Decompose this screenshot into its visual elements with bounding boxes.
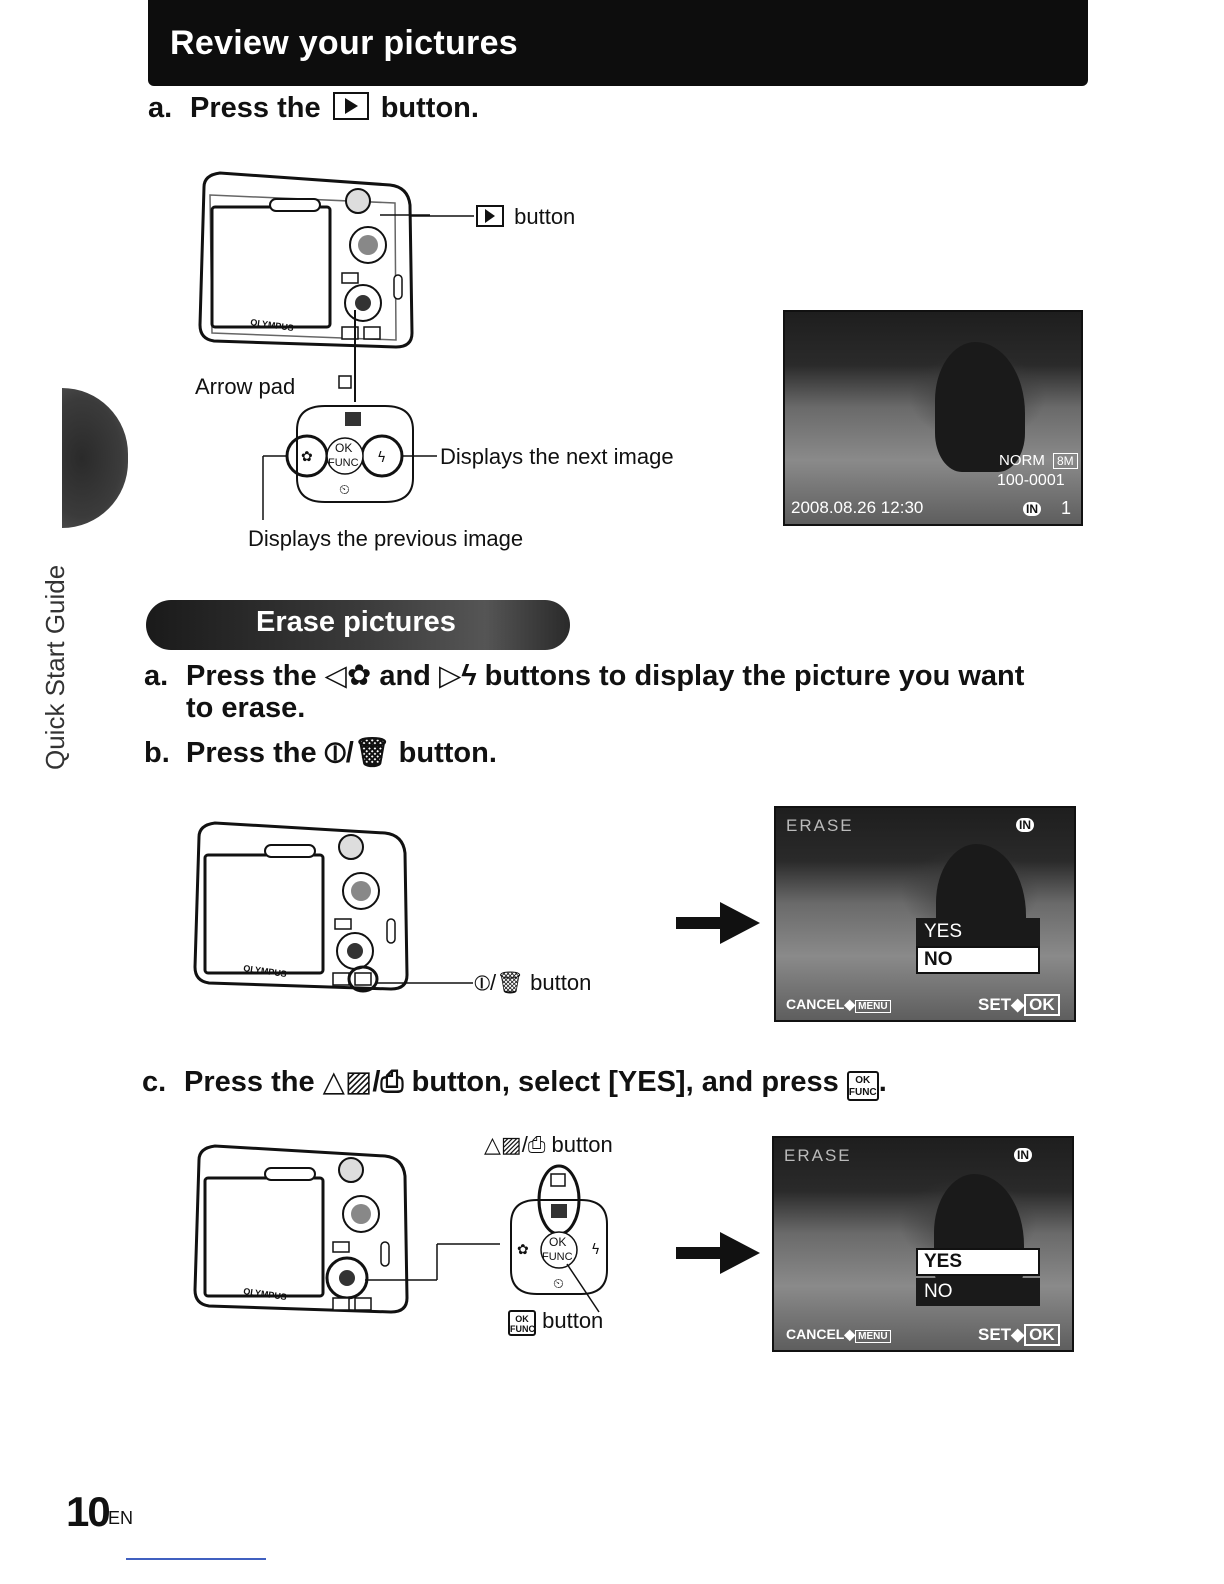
- svg-text:ϟ: ϟ: [591, 1242, 600, 1258]
- callout-text: button: [551, 1132, 613, 1157]
- option-yes[interactable]: YES: [916, 918, 1040, 946]
- photo-subject: [935, 342, 1025, 472]
- next-image-callout: Displays the next image: [440, 444, 674, 469]
- step-text: and: [379, 660, 431, 692]
- svg-text:✿: ✿: [517, 1242, 529, 1258]
- section-header-review: Review your pictures: [148, 0, 1088, 86]
- page-title: Review your pictures: [170, 24, 519, 62]
- page-language: EN: [108, 1508, 134, 1528]
- option-no[interactable]: NO: [916, 1278, 1040, 1306]
- camera-back-illustration: OLYMPUS: [198, 171, 430, 349]
- arrow-right-icon: [676, 902, 760, 944]
- play-button-icon: [332, 92, 369, 120]
- erase-title: ERASE: [786, 816, 854, 835]
- camera-back-illustration-3: OLYMPUS: [193, 1144, 500, 1314]
- svg-text:ϟ: ϟ: [377, 450, 386, 466]
- memory-icon: IN: [1023, 502, 1041, 516]
- previous-image-callout: Displays the previous image: [248, 526, 524, 551]
- step-text-suffix: button.: [380, 92, 479, 124]
- up-button-callout: △▨/⎙ button: [484, 1132, 613, 1158]
- arrow-right-icon: [676, 1232, 760, 1274]
- chapter-tab: [62, 388, 128, 528]
- leader-line: [410, 215, 474, 217]
- footer-rule: [126, 1558, 266, 1560]
- erase-screen-yes: ERASE IN YES NO CANCEL◆MENU SET◆OK: [772, 1136, 1074, 1352]
- arrow-pad-diagram: OK FUNC ✿ ϟ ⏲: [262, 310, 437, 520]
- section-header-erase: Erase pictures: [146, 600, 570, 650]
- cancel-hint: CANCEL◆MENU: [786, 1326, 891, 1343]
- page-number: 10: [66, 1488, 111, 1535]
- play-button-icon: [476, 205, 504, 227]
- erase-button-callout: ⦶/🗑 button: [474, 970, 591, 996]
- erase-step-c: c. Press the △▨/⎙ button, select [YES], a…: [142, 1064, 887, 1101]
- cancel-hint: CANCEL◆MENU: [786, 996, 891, 1013]
- callout-text: button: [542, 1308, 604, 1333]
- playback-screen: NORM 8M 100-0001 2008.08.26 12:30 IN 1: [783, 310, 1083, 526]
- right-flash-icon: ▷ϟ: [438, 660, 477, 692]
- camera-back-illustration-2: OLYMPUS: [193, 821, 473, 993]
- callout-text: button: [530, 970, 592, 995]
- quality-readout: NORM 8M: [999, 452, 1078, 469]
- section-title: Erase pictures: [256, 606, 456, 638]
- step-text-end: .: [878, 1066, 887, 1098]
- shadow-erase-icon: ⦶/🗑: [474, 970, 525, 995]
- erase-step-a-cont: to erase.: [186, 692, 306, 724]
- svg-text:⏲: ⏲: [553, 1276, 564, 1292]
- svg-text:OK: OK: [549, 1235, 566, 1249]
- shadow-erase-icon: ⦶/🗑: [324, 737, 391, 769]
- svg-text:✿: ✿: [301, 449, 313, 465]
- up-exposure-print-icon: △▨/⎙: [322, 1066, 404, 1098]
- frame-count: 1: [1061, 498, 1072, 518]
- callout-text: button: [514, 204, 576, 229]
- svg-text:FUNC: FUNC: [542, 1251, 573, 1263]
- left-macro-icon: ◁✿: [324, 660, 372, 692]
- svg-text:OK: OK: [335, 441, 352, 455]
- option-yes[interactable]: YES: [916, 1248, 1040, 1276]
- svg-text:FUNC: FUNC: [328, 457, 359, 469]
- set-hint: SET◆OK: [978, 994, 1060, 1016]
- erase-title: ERASE: [784, 1146, 852, 1165]
- memory-icon: IN: [1016, 818, 1034, 832]
- date-time: 2008.08.26 12:30: [791, 498, 924, 517]
- erase-step-a: a. Press the ◁✿ and ▷ϟ buttons to display…: [144, 658, 1084, 693]
- step-text-suffix: button.: [398, 737, 497, 769]
- chapter-label: Quick Start Guide: [40, 564, 70, 770]
- step-letter: a.: [144, 660, 169, 692]
- erase-step-b: b. Press the ⦶/🗑 button.: [144, 736, 497, 770]
- step-text: button, select [YES], and press: [411, 1066, 839, 1098]
- review-step-a: a. Press the button.: [148, 92, 479, 125]
- memory-icon: IN: [1014, 1148, 1032, 1162]
- set-hint: SET◆OK: [978, 1324, 1060, 1346]
- step-text: buttons to display the picture you want: [484, 660, 1025, 692]
- option-no[interactable]: NO: [916, 946, 1040, 974]
- step-text: Press the: [186, 737, 317, 769]
- step-letter: a.: [148, 92, 173, 124]
- erase-screen-no: ERASE IN YES NO CANCEL◆MENU SET◆OK: [774, 806, 1076, 1022]
- play-button-callout: button: [472, 204, 575, 230]
- step-letter: b.: [144, 737, 170, 769]
- arrow-pad-callout: Arrow pad: [195, 374, 296, 399]
- step-text: Press the: [184, 1066, 315, 1098]
- step-text: Press the: [186, 660, 317, 692]
- arrow-pad-up-diagram: OK FUNC ✿ ϟ ⏲: [510, 1164, 608, 1313]
- up-exposure-print-icon: △▨/⎙: [484, 1132, 546, 1157]
- step-letter: c.: [142, 1066, 167, 1098]
- file-number: 100-0001: [997, 472, 1065, 489]
- step-text: Press the: [190, 92, 321, 124]
- svg-text:⏲: ⏲: [339, 482, 350, 498]
